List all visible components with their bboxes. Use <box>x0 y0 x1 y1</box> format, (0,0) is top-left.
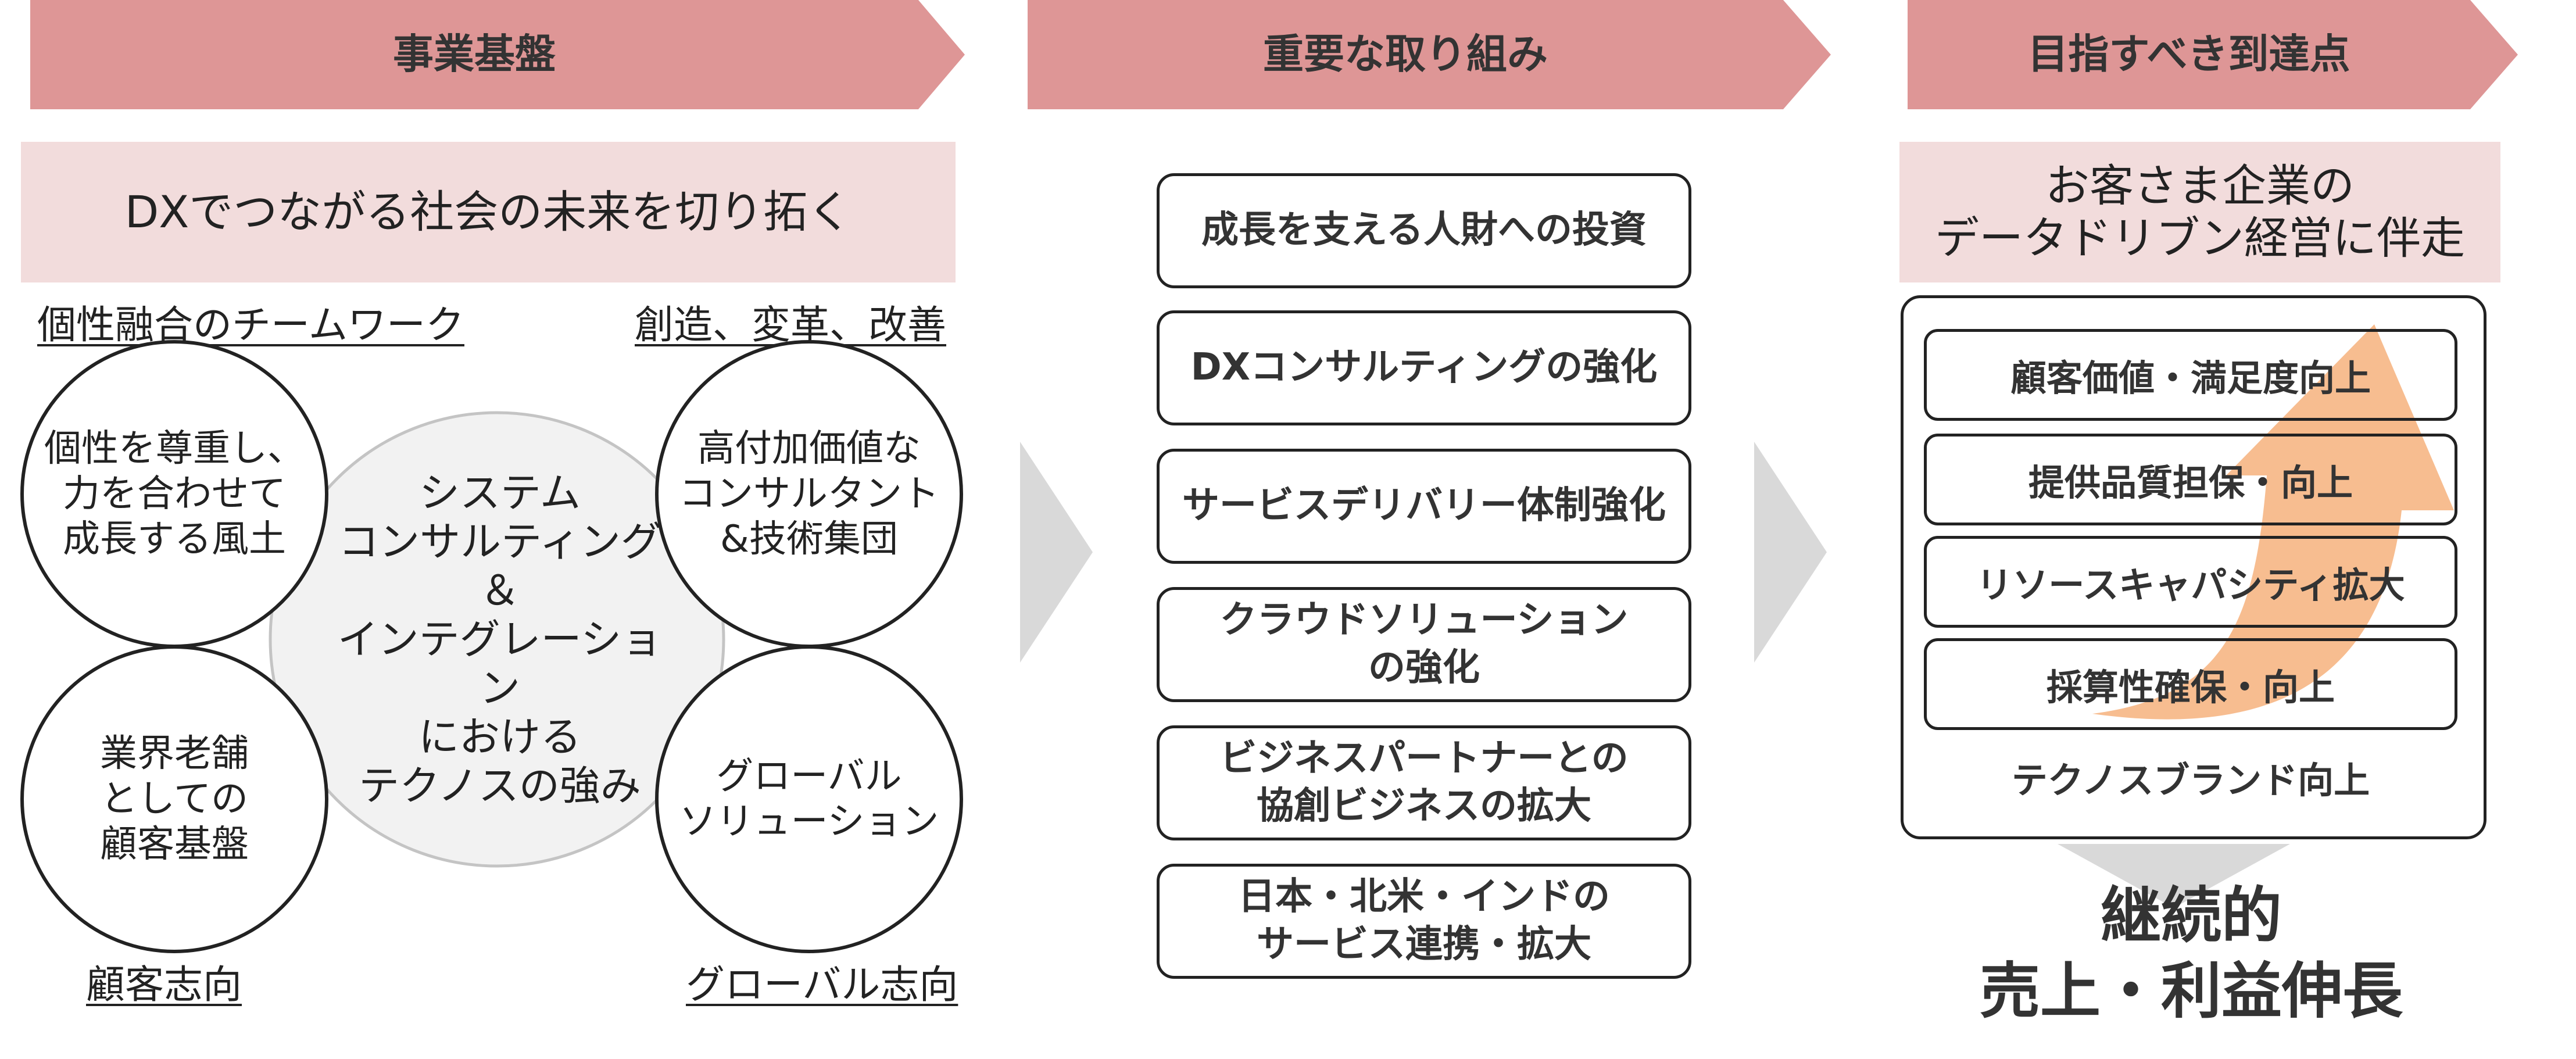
label-customer-oriented: 顧客志向 <box>86 962 242 1007</box>
initiative-item-2: サービスデリバリー体制強化 <box>1157 449 1691 564</box>
label-teamwork: 個性融合のチームワーク <box>37 302 464 348</box>
goal-item-2: リソースキャパシティ拡大 <box>1924 536 2457 628</box>
header-chevron-col2 <box>1028 0 1831 109</box>
initiative-item-0: 成長を支える人財への投資 <box>1157 173 1691 288</box>
initiative-item-5: 日本・北米・インドの サービス連携・拡大 <box>1157 864 1691 979</box>
center-strength-circle <box>269 411 725 868</box>
header-col2-label: 重要な取り組み <box>1263 30 1548 78</box>
result-arrow-icon <box>2058 844 2290 908</box>
brand-goal: テクノスブランド向上 <box>2011 759 2370 802</box>
circle-culture-text: 個性を尊重し、 力を合わせて 成長する風土 <box>44 427 305 561</box>
initiative-item-4: ビジネスパートナーとの 協創ビジネスの拡大 <box>1157 725 1691 840</box>
goal-banner: お客さま企業の データドリブン経営に伴走 <box>1899 142 2500 282</box>
goal-item-1: 提供品質担保・向上 <box>1924 434 2457 525</box>
initiative-item-1: DXコンサルティングの強化 <box>1157 310 1691 425</box>
header-col1-label: 事業基盤 <box>393 30 556 78</box>
circle-customer-base <box>20 645 328 953</box>
growth-arrow-icon <box>2092 324 2454 720</box>
header-chevron-col1 <box>30 0 965 109</box>
flow-chevron-1 <box>1020 442 1093 663</box>
circle-customer-base-text: 業界老舗 としての 顧客基盤 <box>100 732 249 867</box>
foundation-circles <box>20 340 963 953</box>
initiative-item-3: クラウドソリューション の強化 <box>1157 587 1691 702</box>
center-strength-text: システム コンサルティング＆ インテグレーション における テクノスの強み <box>337 469 663 810</box>
label-global-oriented: グローバル志向 <box>686 962 958 1007</box>
header-chevron-col3 <box>1908 0 2518 109</box>
label-creation: 創造、変革、改善 <box>635 302 946 348</box>
circle-global <box>655 645 963 953</box>
goal-item-0: 顧客価値・満足度向上 <box>1924 329 2457 421</box>
flow-chevron-2 <box>1754 442 1827 663</box>
result-text: 継続的 売上・利益伸長 <box>1979 880 2403 1026</box>
header-col3-label: 目指すべき到達点 <box>2027 30 2350 78</box>
goal-item-3: 採算性確保・向上 <box>1924 638 2457 730</box>
circle-global-text: グローバル ソリューション <box>679 754 939 843</box>
vision-banner: DXでつながる社会の未来を切り拓く <box>21 142 956 282</box>
circle-consultants-text: 高付加価値な コンサルタント &技術集団 <box>679 427 939 561</box>
header-chevrons <box>30 0 2518 109</box>
